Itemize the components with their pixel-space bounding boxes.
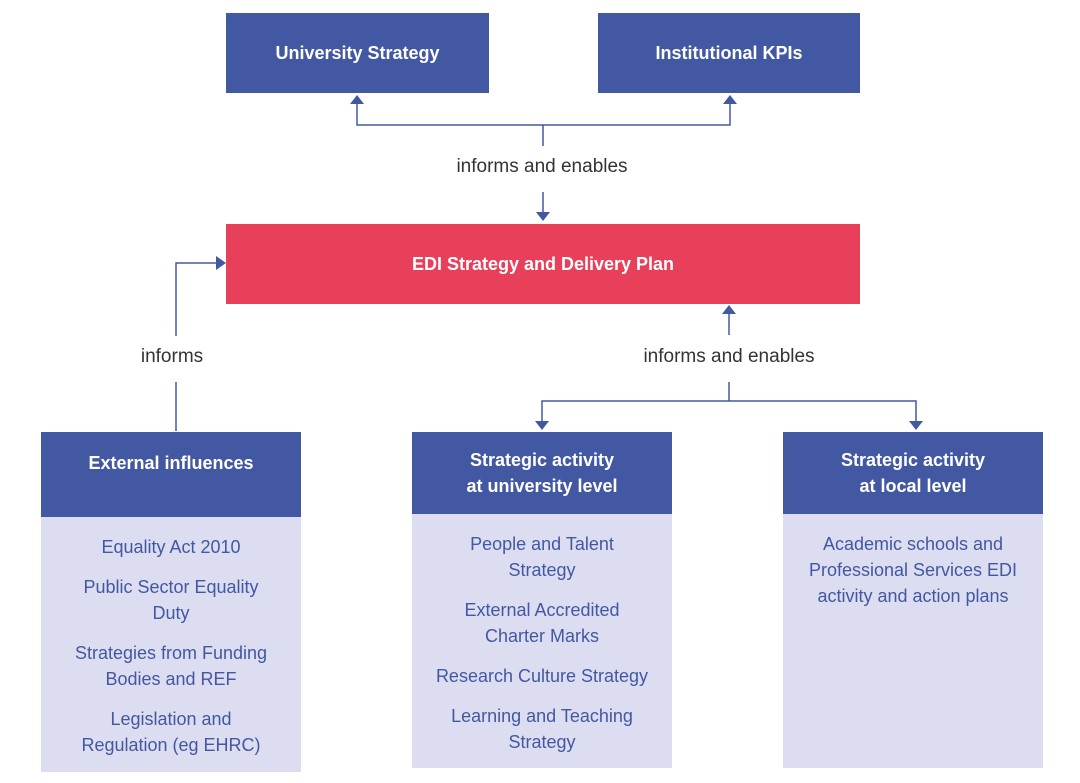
external-influences-title: External influences <box>88 453 254 473</box>
list-item: External Accredited Charter Marks <box>464 600 620 646</box>
arrowhead-down-icon <box>535 421 549 430</box>
connector-right-split <box>541 400 917 423</box>
list-item: Research Culture Strategy <box>435 666 649 686</box>
arrowhead-up-icon <box>723 95 737 104</box>
external-influences-body: Equality Act 2010 Public Sector Equality… <box>41 517 301 772</box>
local-level-header: Strategic activity at local level <box>783 432 1043 514</box>
institutional-kpis-label: Institutional KPIs <box>655 43 803 63</box>
edi-strategy-label: EDI Strategy and Delivery Plan <box>411 253 675 274</box>
local-level-title-line2: at local level <box>859 476 967 496</box>
local-level-body: Academic schools and Professional Servic… <box>783 514 1043 768</box>
list-item: Equality Act 2010 <box>101 537 241 557</box>
connector-left <box>175 262 218 336</box>
arrowhead-down-icon <box>536 212 550 221</box>
university-level-body: People and Talent Strategy External Accr… <box>412 514 672 768</box>
university-strategy-box: University Strategy <box>226 13 489 93</box>
arrowhead-right-icon <box>216 256 226 270</box>
list-item: Academic schools and Professional Servic… <box>808 534 1018 606</box>
external-influences-header: External influences <box>41 432 301 517</box>
institutional-kpis-box: Institutional KPIs <box>598 13 860 93</box>
connector-label-top: informs and enables <box>456 156 628 178</box>
university-level-header: Strategic activity at university level <box>412 432 672 514</box>
arrowhead-up-icon <box>722 305 736 314</box>
connector-label-left: informs <box>140 346 204 368</box>
connector-top-split <box>356 102 731 126</box>
list-item: Learning and Teaching Strategy <box>451 706 633 752</box>
edi-strategy-box: EDI Strategy and Delivery Plan <box>226 224 860 304</box>
university-level-title-line1: Strategic activity <box>469 450 615 470</box>
list-item: Legislation and Regulation (eg EHRC) <box>81 709 261 755</box>
list-item: People and Talent Strategy <box>470 534 614 580</box>
list-item: Public Sector Equality Duty <box>83 577 259 623</box>
university-level-title-line2: at university level <box>466 476 618 496</box>
list-item: Strategies from Funding Bodies and REF <box>74 643 268 689</box>
local-level-title-line1: Strategic activity <box>840 450 986 470</box>
connector-label-right: informs and enables <box>643 346 815 368</box>
arrowhead-up-icon <box>350 95 364 104</box>
university-strategy-label: University Strategy <box>275 43 440 63</box>
arrowhead-down-icon <box>909 421 923 430</box>
